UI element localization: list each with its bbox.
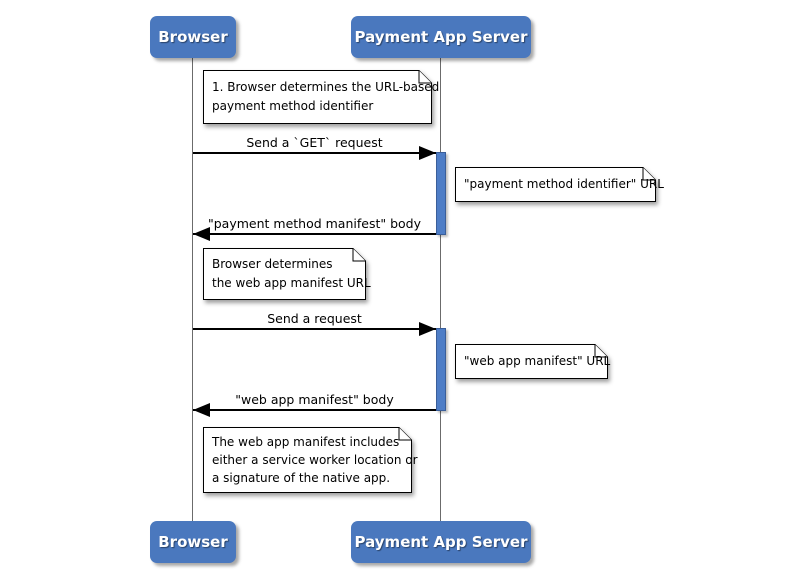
note-line: the web app manifest URL <box>212 276 371 290</box>
note-fold-icon <box>418 70 432 84</box>
message-label-send-get-request: Send a `GET` request <box>246 135 383 150</box>
note-shape <box>203 248 366 300</box>
note-body <box>203 70 432 124</box>
actor-box-browser-bottom: Browser <box>150 521 236 563</box>
actor-label-browser: Browser <box>158 28 228 46</box>
lifeline-browser <box>192 58 193 521</box>
note-line: "web app manifest" URL <box>464 354 611 368</box>
message-line-web-app-manifest-body <box>193 409 436 411</box>
note-shape <box>455 167 656 202</box>
note-text: Browser determines the web app manifest … <box>203 248 371 300</box>
note-determine-payment-method-identifier: 1. Browser determines the URL-based paym… <box>203 70 440 124</box>
note-text: "payment method identifier" URL <box>455 167 664 202</box>
note-fold-icon <box>642 167 656 181</box>
note-payment-method-identifier-url: "payment method identifier" URL <box>455 167 664 202</box>
note-text: "web app manifest" URL <box>455 344 611 379</box>
note-fold-icon <box>398 427 412 441</box>
note-shape <box>203 70 432 124</box>
message-label-payment-method-manifest-body: "payment method manifest" body <box>207 216 422 231</box>
note-line: a signature of the native app. <box>212 471 391 485</box>
lifeline-payment-app-server <box>440 58 441 521</box>
activation-bar-server-2 <box>436 328 446 411</box>
actor-box-payment-app-server-top: Payment App Server <box>351 16 531 58</box>
note-body <box>455 344 608 379</box>
actor-box-payment-app-server-bottom: Payment App Server <box>351 521 531 563</box>
note-body <box>455 167 656 202</box>
arrowhead-left-icon <box>193 227 210 241</box>
message-line-send-request <box>193 328 436 330</box>
actor-label-payment-app-server: Payment App Server <box>354 533 528 551</box>
arrowhead-right-icon <box>419 322 436 336</box>
note-fold-icon <box>352 248 366 262</box>
note-body <box>203 427 412 493</box>
actor-box-browser-top: Browser <box>150 16 236 58</box>
note-line: either a service worker location or <box>212 453 418 467</box>
note-body <box>203 248 366 300</box>
arrowhead-right-icon <box>419 146 436 160</box>
note-text: The web app manifest includes either a s… <box>203 427 418 493</box>
actor-label-browser: Browser <box>158 533 228 551</box>
note-line: "payment method identifier" URL <box>464 177 664 191</box>
note-line: The web app manifest includes <box>212 435 400 449</box>
note-text: 1. Browser determines the URL-based paym… <box>203 70 440 124</box>
note-shape <box>455 344 608 379</box>
message-label-web-app-manifest-body: "web app manifest" body <box>235 392 394 407</box>
arrowhead-left-icon <box>193 403 210 417</box>
note-line: 1. Browser determines the URL-based <box>212 80 440 94</box>
activation-bar-server-1 <box>436 152 446 235</box>
note-web-app-manifest-contents: The web app manifest includes either a s… <box>203 427 418 493</box>
message-label-send-request: Send a request <box>267 311 362 326</box>
note-web-app-manifest-url: "web app manifest" URL <box>455 344 611 379</box>
note-shape <box>203 427 412 493</box>
actor-label-payment-app-server: Payment App Server <box>354 28 528 46</box>
note-determine-web-app-manifest-url: Browser determines the web app manifest … <box>203 248 371 300</box>
note-line: Browser determines <box>212 257 333 271</box>
message-line-payment-method-manifest-body <box>193 233 436 235</box>
message-line-send-get-request <box>193 152 436 154</box>
note-line: payment method identifier <box>212 99 374 113</box>
note-fold-icon <box>594 344 608 358</box>
